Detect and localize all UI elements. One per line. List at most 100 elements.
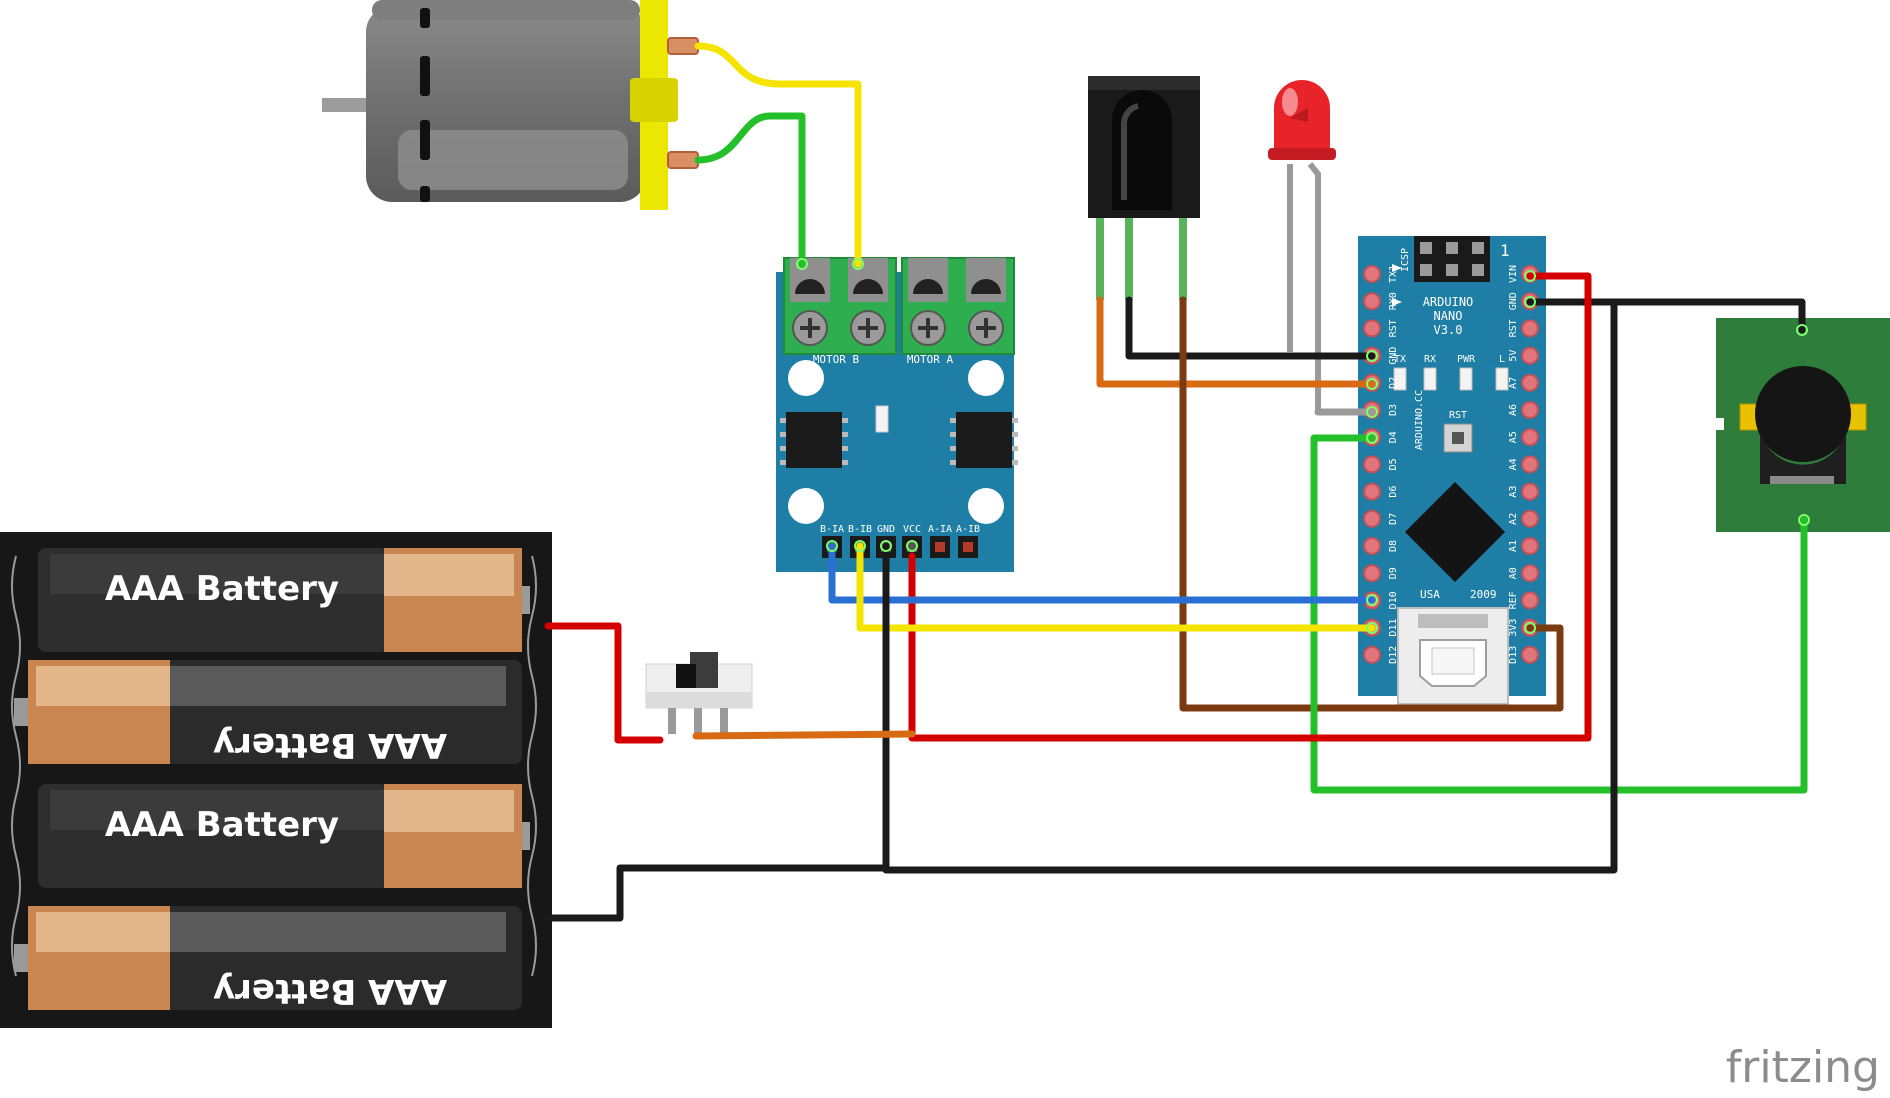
motor-a-label: MOTOR A	[907, 353, 954, 366]
arduino-pin	[1521, 401, 1539, 419]
arduino-pin-label: D12	[1388, 646, 1399, 664]
motor-terminal-1	[667, 37, 699, 55]
rst-button-label: RST	[1449, 410, 1467, 421]
battery-cell: AAA Battery	[38, 548, 530, 652]
icsp-label: ICSP	[1400, 248, 1411, 272]
arduino-pin-label: D13	[1508, 646, 1519, 664]
wire-gnd-bus	[882, 298, 1618, 874]
arduino-pin	[1363, 455, 1381, 474]
led-leg-cathode	[1307, 162, 1321, 412]
made-in-label: USA	[1420, 588, 1440, 601]
driver-pin-label: VCC	[903, 524, 921, 535]
wire-vin	[908, 272, 1592, 742]
arduino-pin	[1363, 319, 1381, 338]
arduino-pin-label: A1	[1508, 540, 1519, 552]
wire-battery-positive	[544, 622, 664, 744]
arduino-pin-label: RST	[1508, 319, 1519, 337]
wire-ir-gnd	[1125, 296, 1376, 360]
motor-terminal-2	[667, 151, 699, 169]
wire-b-ia	[828, 542, 1376, 604]
driver-smd-led	[875, 405, 889, 433]
battery-cell: AAA Battery	[38, 784, 530, 888]
battery-label-rotated: AAA Battery	[213, 971, 447, 1011]
arduino-pin	[1521, 591, 1539, 610]
wire-ir-signal	[1096, 296, 1376, 388]
slide-switch[interactable]	[645, 652, 753, 734]
wire-buzzer-gnd	[1526, 298, 1806, 334]
wire-endpoint	[1798, 514, 1810, 526]
arduino-pin-label: REF	[1508, 591, 1519, 609]
wire-endpoint	[1524, 296, 1536, 308]
wire-endpoint	[1366, 594, 1378, 606]
arduino-site: ARDUINO.CC	[1414, 390, 1425, 450]
wire-endpoint	[1366, 622, 1378, 634]
driver-pin-label: B-IB	[848, 524, 872, 535]
arduino-pin-label: TX1	[1388, 265, 1399, 283]
arduino-pin-label: A5	[1508, 431, 1519, 443]
arduino-pin	[1521, 428, 1539, 447]
battery-springs	[11, 555, 537, 977]
arduino-pin-label: D11	[1388, 619, 1399, 637]
status-led	[1495, 367, 1509, 391]
fritzing-brand: fritzing	[1726, 1042, 1880, 1093]
arduino-pin-label: D7	[1388, 513, 1399, 525]
arduino-pin	[1363, 537, 1381, 555]
wire-endpoint	[1524, 622, 1536, 634]
wire-endpoint	[1366, 378, 1378, 390]
wire-endpoint	[796, 258, 808, 270]
arduino-pin-label: A3	[1508, 486, 1519, 498]
arduino-pin	[1521, 509, 1539, 528]
wire-endpoints	[796, 258, 1810, 634]
arduino-pin-label: D9	[1388, 567, 1399, 579]
wire-endpoint	[1796, 324, 1808, 336]
wire-endpoint	[852, 258, 864, 270]
fritzing-logo: fritzing	[1726, 1042, 1880, 1093]
wire-endpoint	[854, 540, 866, 552]
wire-motor-yellow	[694, 42, 862, 268]
wire-endpoint	[1524, 270, 1536, 282]
arduino-pin	[1521, 319, 1539, 338]
driver-chip-b	[786, 412, 842, 468]
wire-endpoint	[1366, 406, 1378, 418]
wire-endpoint	[1366, 432, 1378, 444]
arduino-pin	[1521, 537, 1539, 555]
driver-chip-a	[956, 412, 1012, 468]
buzzer-body	[1755, 366, 1851, 462]
battery-label: AAA Battery	[105, 805, 339, 845]
arduino-pin-label: D10	[1388, 591, 1399, 609]
arduino-pin	[1363, 292, 1381, 311]
motor-shaft	[322, 98, 370, 112]
battery-label: AAA Battery	[105, 569, 339, 609]
arduino-pin-label: D5	[1388, 458, 1399, 470]
ir-receiver	[1088, 76, 1200, 300]
arduino-pin-label: D8	[1388, 540, 1399, 552]
driver-pin-label: B-IA	[820, 524, 844, 535]
status-led-label: TX	[1394, 354, 1406, 365]
mount-hole	[968, 488, 1004, 524]
arduino-pin-label: RST	[1388, 319, 1399, 337]
wire-battery-negative	[544, 864, 890, 922]
arduino-pin	[1363, 265, 1381, 283]
buzzer-module	[1712, 318, 1890, 532]
arduino-pin-label: 5V	[1508, 350, 1519, 362]
battery-cell: AAA Battery	[14, 906, 522, 1011]
battery-label-rotated: AAA Battery	[213, 725, 447, 765]
dc-motor	[322, 0, 699, 210]
arduino-pin-label: A6	[1508, 404, 1519, 416]
mount-hole	[788, 488, 824, 524]
arduino-pin	[1521, 373, 1539, 392]
arduino-pin	[1363, 645, 1381, 664]
wire-endpoint	[1366, 350, 1378, 362]
driver-pin-label: A-IB	[956, 524, 980, 535]
arduino-pin-label: A7	[1508, 377, 1519, 389]
wire-b-ib	[856, 542, 1376, 632]
arduino-pin-label: D6	[1388, 486, 1399, 498]
driver-pin-label: A-IA	[928, 524, 952, 535]
arduino-pin-label: A2	[1508, 513, 1519, 525]
arduino-pin	[1363, 482, 1381, 501]
arduino-pin-label: 3V3	[1508, 619, 1519, 637]
